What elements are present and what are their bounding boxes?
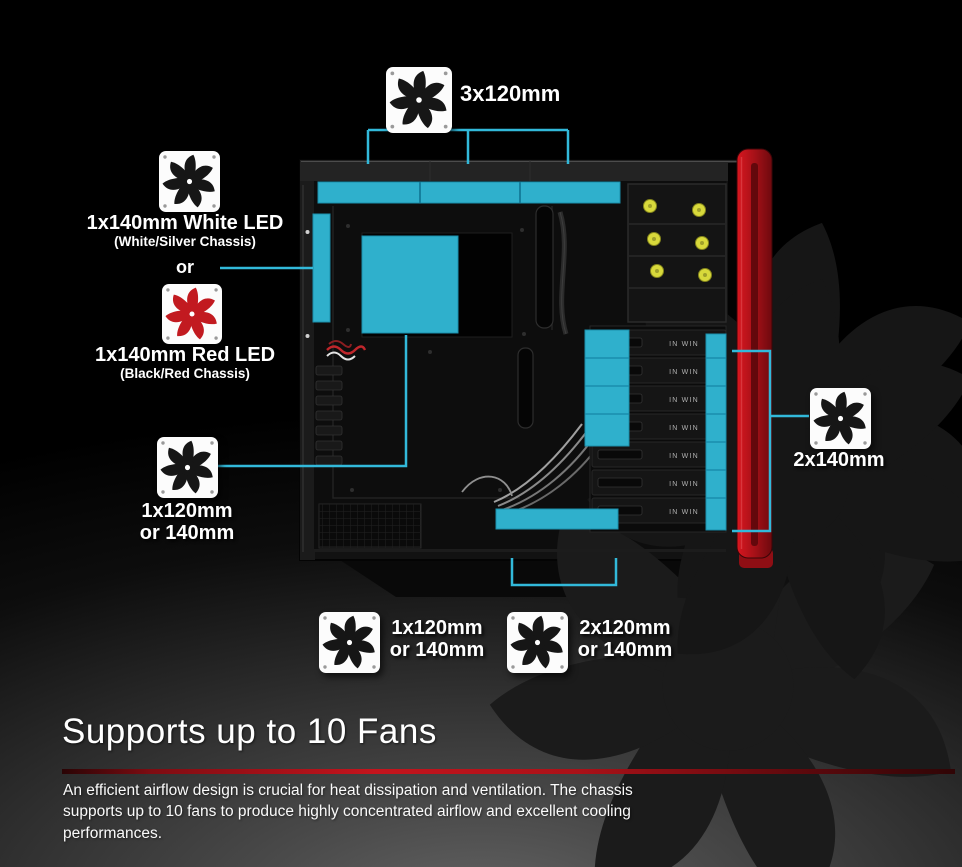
- drive-tray-row: IN WIN: [591, 441, 727, 468]
- fan-icon-rear-white-led: [159, 151, 220, 212]
- footer-description: An efficient airflow design is crucial f…: [63, 782, 633, 842]
- fan-icon-bottom-fan-2: [507, 612, 568, 673]
- label-rear-fan-white-sub: (White/Silver Chassis): [114, 234, 256, 250]
- highlight-bottom-fan-zone: [495, 508, 619, 530]
- label-bottom-fan-2-line1: 2x120mm: [579, 617, 671, 639]
- thumbscrews: [643, 199, 712, 282]
- psu-bay: [318, 503, 422, 549]
- label-top-fans: 3x120mm: [460, 81, 561, 106]
- fan-icon: [509, 614, 566, 671]
- page-title: Supports up to 10 Fans: [62, 712, 437, 751]
- highlight-bay-fan-zone: [584, 329, 630, 447]
- connector-side-fan: [216, 335, 408, 468]
- fan-zone-highlights: [312, 181, 727, 531]
- connector-bottom-fans: [510, 558, 618, 587]
- expansion-slots: [315, 365, 343, 466]
- label-side-fan: 1x120mm or 140mm: [118, 500, 256, 545]
- front-panel-red: [736, 148, 773, 568]
- drive-tray-brand-text: IN WIN: [669, 481, 699, 488]
- fan-icon: [812, 390, 869, 447]
- drive-tray-brand-text: IN WIN: [669, 425, 699, 432]
- connector-lines: [216, 128, 809, 587]
- label-bottom-fan-2: 2x120mm or 140mm: [569, 617, 681, 662]
- front-panel-cables: [326, 340, 367, 361]
- fan-icon-red: [164, 286, 220, 342]
- highlight-top-fan-zone: [317, 181, 621, 204]
- label-bottom-fan-2-line2: or 140mm: [577, 639, 673, 662]
- fan-icon-rear-red-led: [162, 284, 222, 344]
- fan-icon-front-fans: [810, 388, 871, 449]
- drive-tray-row: IN WIN: [591, 469, 727, 496]
- fan-icon: [159, 439, 216, 496]
- top-drive-cage: [627, 183, 727, 323]
- connector-front-fans: [732, 349, 809, 533]
- label-side-fan-line2: or 140mm: [139, 522, 235, 545]
- drive-tray-brand-text: IN WIN: [669, 509, 699, 516]
- label-rear-fan-red: 1x140mm Red LED (Black/Red Chassis): [50, 344, 320, 383]
- fan-icon: [321, 614, 378, 671]
- label-bottom-fan-1-line1: 1x120mm: [391, 617, 483, 639]
- fan-icon: [388, 69, 450, 131]
- cable-grommet: [535, 205, 554, 329]
- highlight-front-fan-zone: [705, 333, 727, 531]
- label-rear-fan-red-main: 1x140mm Red LED: [94, 344, 276, 366]
- drive-tray-brand-text: IN WIN: [669, 341, 699, 348]
- tray-screws: [346, 224, 526, 492]
- accent-divider: [62, 769, 955, 774]
- fan-icon-side-fan: [157, 437, 218, 498]
- label-rear-fan-red-sub: (Black/Red Chassis): [120, 366, 250, 382]
- label-bottom-fan-1-line2: or 140mm: [389, 639, 485, 662]
- fan-icon-bottom-fan-1: [319, 612, 380, 673]
- label-bottom-fan-1: 1x120mm or 140mm: [381, 617, 493, 662]
- drive-tray-brand-text: IN WIN: [669, 369, 699, 376]
- label-or: or: [176, 257, 194, 277]
- fan-icon-top-fans: [386, 67, 452, 133]
- drive-tray-brand-text: IN WIN: [669, 397, 699, 404]
- connector-top-fans: [366, 128, 570, 164]
- drive-tray-brand-text: IN WIN: [669, 453, 699, 460]
- cable-grommet: [517, 347, 534, 429]
- highlight-side-fan-zone: [361, 235, 459, 334]
- label-rear-fan-white-main: 1x140mm White LED: [86, 212, 284, 234]
- label-side-fan-line1: 1x120mm: [141, 500, 233, 522]
- label-front-fans-text: 2x140mm: [793, 449, 885, 471]
- label-front-fans: 2x140mm: [779, 449, 899, 471]
- fan-icon: [161, 153, 218, 210]
- label-rear-fan-white: 1x140mm White LED (White/Silver Chassis): [50, 212, 320, 251]
